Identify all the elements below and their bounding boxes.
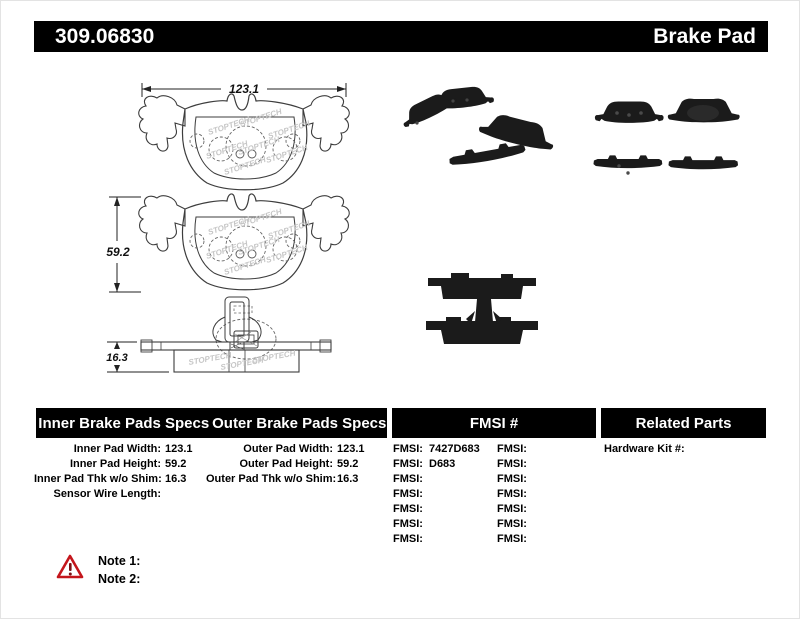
fmsi-row: FMSI:	[393, 487, 480, 502]
fmsi-row: FMSI: 7427D683	[393, 442, 480, 457]
dimension-height	[109, 196, 141, 293]
fmsi-right-column: FMSI: FMSI: FMSI: FMSI: FMSI: FMSI: FMSI…	[497, 442, 533, 547]
drawing-pad-side-view: STOPTECH STOPTECH STOPTECH 16.	[106, 296, 332, 373]
sensor-clip-drawing	[212, 296, 262, 351]
fmsi-row: FMSI:	[497, 517, 533, 532]
fmsi-label: FMSI:	[497, 533, 527, 545]
fmsi-label: FMSI:	[497, 503, 527, 515]
related-parts-table: Hardware Kit #:	[604, 442, 689, 457]
spec-value: 123.1	[337, 443, 365, 455]
fmsi-header: FMSI #	[392, 408, 596, 438]
spec-row: Inner Pad Height: 59.2	[34, 457, 193, 472]
note-label: Note 1:	[98, 554, 141, 568]
thickness-dimension-label: 16.3	[106, 352, 127, 364]
note-line: Note 2:	[98, 570, 140, 588]
dimension-width	[141, 83, 347, 97]
spec-label: Sensor Wire Length:	[53, 488, 161, 500]
fmsi-value: 7427D683	[429, 443, 480, 455]
fmsi-value: D683	[429, 458, 456, 470]
spec-row: Inner Pad Width: 123.1	[34, 442, 193, 457]
photo-pads-angled	[397, 84, 558, 168]
spec-row: Outer Pad Thk w/o Shim: 16.3	[206, 472, 365, 487]
fmsi-row: FMSI:	[393, 472, 480, 487]
fmsi-row: FMSI:	[393, 532, 480, 547]
spec-label: Inner Pad Width:	[73, 443, 161, 455]
height-dimension-label: 59.2	[106, 245, 130, 259]
drawing-pad-front-view: 123.1	[138, 82, 350, 191]
spec-row: Inner Pad Thk w/o Shim: 16.3	[34, 472, 193, 487]
fmsi-row: FMSI:	[393, 502, 480, 517]
note-line: Note 1:	[98, 552, 140, 570]
notes-section: Note 1: Note 2:	[98, 552, 140, 588]
photo-pads-side-view	[426, 273, 538, 344]
related-label: Hardware Kit #:	[604, 443, 685, 455]
spec-label: Outer Pad Thk w/o Shim:	[206, 473, 337, 485]
inner-specs-table: Inner Pad Width: 123.1 Inner Pad Height:…	[34, 442, 193, 502]
fmsi-left-column: FMSI: 7427D683 FMSI: D683 FMSI: FMSI: FM…	[393, 442, 480, 547]
product-name: Brake Pad	[653, 24, 756, 48]
spec-value: 123.1	[165, 443, 193, 455]
part-number: 309.06830	[55, 24, 155, 48]
outer-specs-table: Outer Pad Width: 123.1 Outer Pad Height:…	[206, 442, 365, 487]
fmsi-row: FMSI:	[497, 472, 533, 487]
fmsi-label: FMSI:	[393, 503, 423, 515]
spec-value: 16.3	[337, 473, 359, 485]
fmsi-label: FMSI:	[497, 473, 527, 485]
pads-specs-header: Inner Brake Pads Specs Outer Brake Pads …	[36, 408, 387, 438]
spec-label: Inner Pad Height:	[69, 458, 161, 470]
spec-value: 59.2	[165, 458, 187, 470]
title-bar: 309.06830 Brake Pad	[34, 21, 768, 52]
outer-specs-title: Outer Brake Pads Specs	[212, 414, 387, 432]
fmsi-row: FMSI:	[497, 502, 533, 517]
fmsi-label: FMSI:	[393, 533, 423, 545]
fmsi-label: FMSI:	[393, 458, 423, 470]
fmsi-row: FMSI:	[497, 457, 533, 472]
dimension-thickness	[107, 341, 169, 373]
spec-label: Outer Pad Width:	[243, 443, 333, 455]
width-dimension-label: 123.1	[229, 82, 259, 96]
photo-pad-set	[593, 98, 740, 175]
drawing-pad-front-view-sensor: 59.2	[106, 193, 350, 360]
fmsi-label: FMSI:	[497, 443, 527, 455]
spec-value: 16.3	[165, 473, 187, 485]
fmsi-row: FMSI:	[393, 517, 480, 532]
note-label: Note 2:	[98, 572, 141, 586]
spec-label: Outer Pad Height:	[239, 458, 333, 470]
fmsi-label: FMSI:	[393, 488, 423, 500]
inner-specs-title: Inner Brake Pads Specs	[38, 414, 210, 432]
related-row: Hardware Kit #:	[604, 442, 689, 457]
spec-label: Inner Pad Thk w/o Shim:	[34, 473, 162, 485]
fmsi-row: FMSI:	[497, 532, 533, 547]
fmsi-label: FMSI:	[497, 458, 527, 470]
fmsi-label: FMSI:	[497, 488, 527, 500]
related-parts-header: Related Parts	[601, 408, 766, 438]
fmsi-title: FMSI #	[469, 414, 519, 432]
fmsi-row: FMSI:	[497, 442, 533, 457]
fmsi-row: FMSI: D683	[393, 457, 480, 472]
spec-row: Sensor Wire Length:	[34, 487, 193, 502]
fmsi-label: FMSI:	[393, 443, 423, 455]
fmsi-label: FMSI:	[497, 518, 527, 530]
fmsi-label: FMSI:	[393, 473, 423, 485]
spec-row: Outer Pad Width: 123.1	[206, 442, 365, 457]
fmsi-label: FMSI:	[393, 518, 423, 530]
related-parts-title: Related Parts	[635, 414, 732, 432]
warning-icon	[56, 554, 84, 579]
spec-value: 59.2	[337, 458, 359, 470]
spec-row: Outer Pad Height: 59.2	[206, 457, 365, 472]
fmsi-row: FMSI:	[497, 487, 533, 502]
